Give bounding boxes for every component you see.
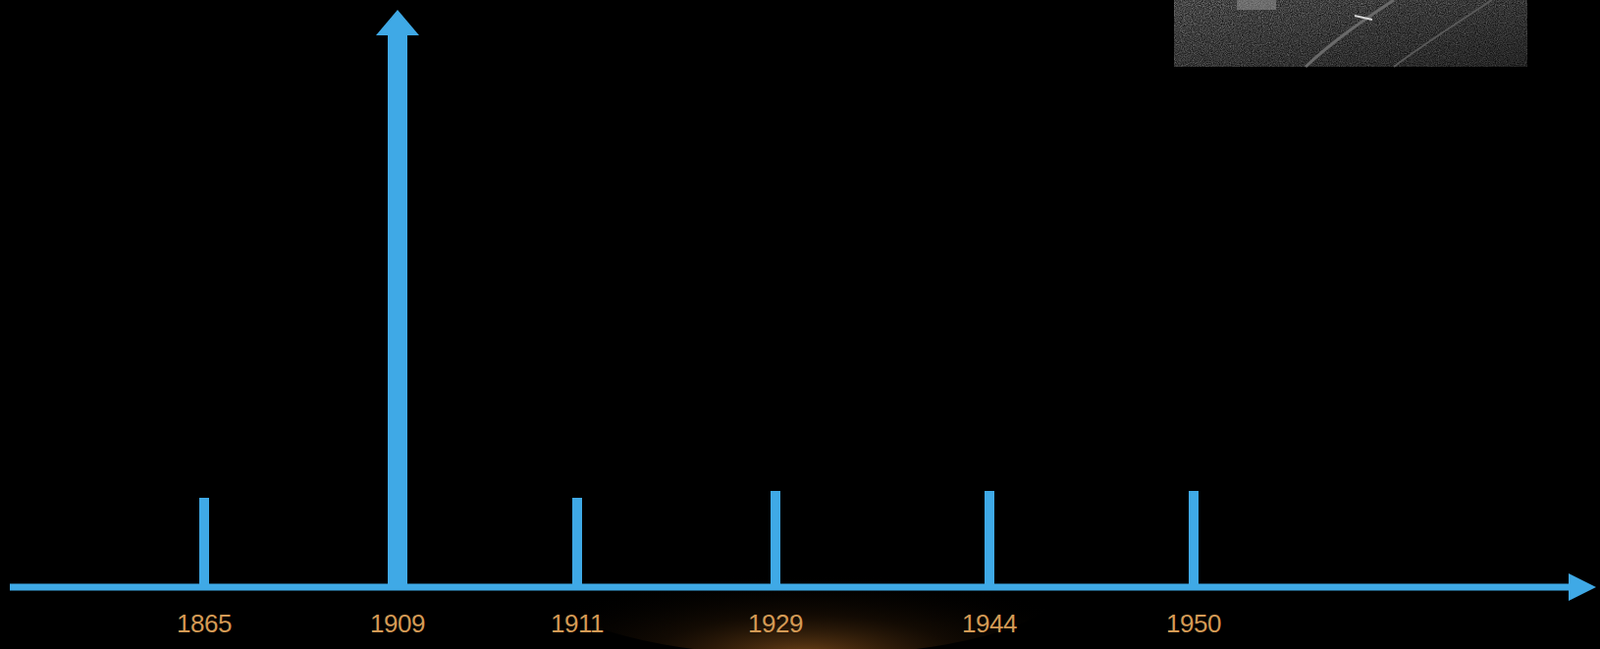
year-tick xyxy=(984,490,995,587)
photo-fragment xyxy=(1173,0,1528,67)
year-label: 1909 xyxy=(370,608,426,639)
photo-highlight xyxy=(1236,0,1277,10)
photo-fold xyxy=(1305,0,1394,67)
axis-arrowhead xyxy=(1568,573,1597,601)
year-tick xyxy=(199,497,210,587)
year-label: 1911 xyxy=(550,608,604,639)
year-tick xyxy=(770,490,781,587)
year-tick xyxy=(572,497,583,587)
year-label: 1929 xyxy=(747,608,803,639)
year-label: 1950 xyxy=(1166,608,1222,639)
photo-highlight xyxy=(1354,15,1373,20)
year-tick xyxy=(1188,490,1199,587)
highlight-arrowhead xyxy=(375,9,420,36)
year-label: 1944 xyxy=(961,608,1017,639)
photo-shade xyxy=(1173,0,1528,67)
photo-grain xyxy=(1173,0,1528,67)
photo-fold xyxy=(1393,0,1493,67)
highlight-tick xyxy=(387,33,408,587)
time-axis xyxy=(9,584,1571,591)
year-label: 1865 xyxy=(176,608,232,639)
